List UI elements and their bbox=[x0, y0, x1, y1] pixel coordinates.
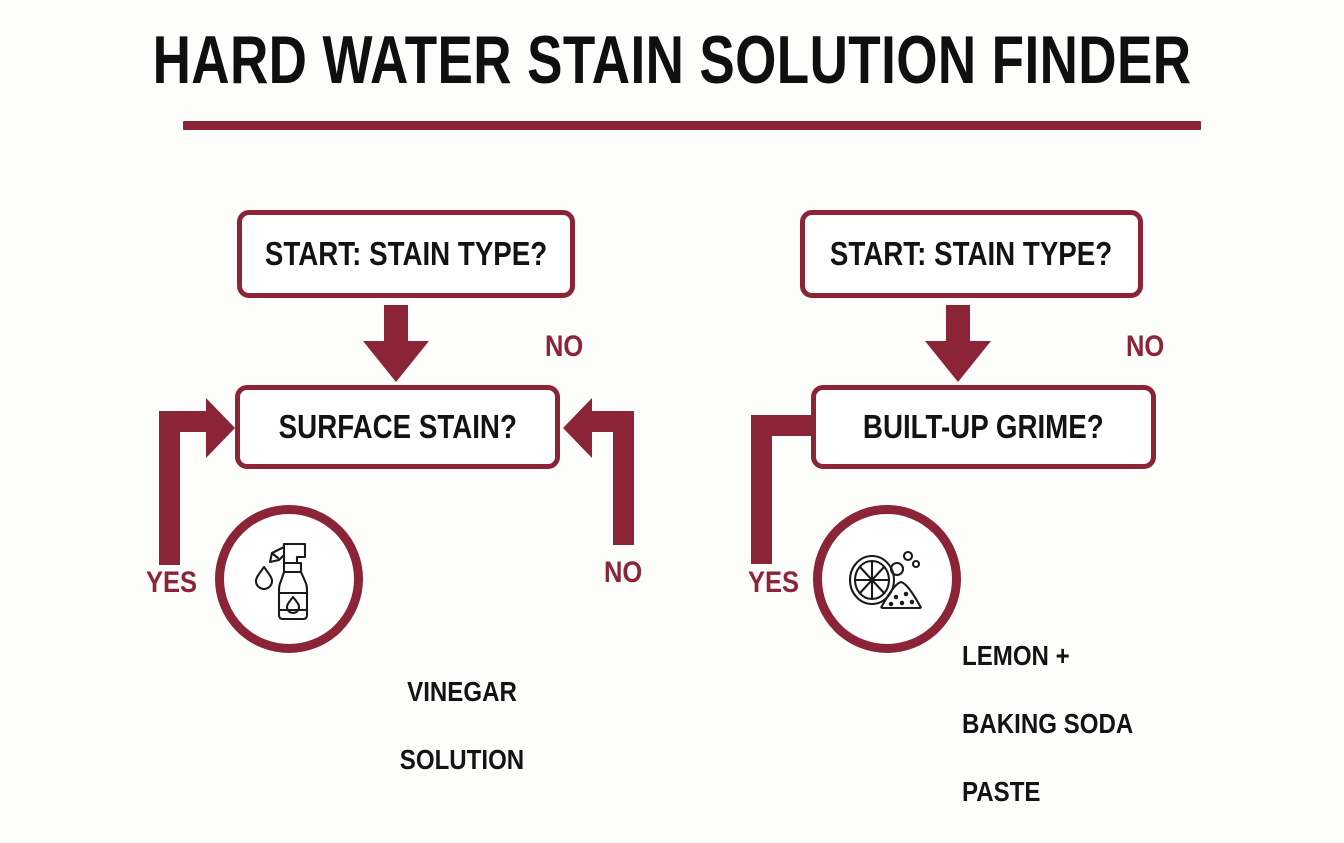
outcome-caption-vinegar: VINEGAR SOLUTION bbox=[362, 641, 562, 811]
title-underline-rule bbox=[183, 121, 1201, 130]
outcome-caption-vinegar-line1: VINEGAR bbox=[407, 676, 517, 707]
node-surface-stain-label: SURFACE STAIN? bbox=[278, 408, 517, 445]
arrow-down-left bbox=[363, 305, 429, 382]
flag-no-right-top: NO bbox=[1126, 330, 1165, 363]
arrow-no-left bbox=[563, 398, 634, 545]
flag-yes-left: YES bbox=[146, 566, 198, 599]
arrow-yes-right bbox=[751, 415, 813, 564]
outcome-caption-lemon-line1: LEMON + bbox=[962, 640, 1070, 671]
outcome-caption-lemon-line2: BAKING SODA bbox=[962, 708, 1134, 739]
node-built-up-grime-label: BUILT-UP GRIME? bbox=[863, 408, 1104, 445]
flow-connectors bbox=[159, 305, 991, 565]
arrow-down-right bbox=[925, 305, 991, 382]
flag-yes-right: YES bbox=[748, 566, 800, 599]
outcome-circle-lemon-baking-soda[interactable] bbox=[813, 505, 961, 653]
outcome-caption-vinegar-line2: SOLUTION bbox=[399, 744, 525, 775]
node-start-left-label: START: STAIN TYPE? bbox=[264, 235, 548, 272]
flag-no-left-bottom: NO bbox=[604, 556, 643, 589]
lemon-baking-soda-icon bbox=[848, 550, 922, 610]
node-start-right[interactable]: START: STAIN TYPE? bbox=[800, 210, 1143, 298]
node-start-right-label: START: STAIN TYPE? bbox=[830, 235, 1113, 272]
outcome-caption-lemon-baking-soda: LEMON + BAKING SODA PASTE bbox=[962, 605, 1192, 843]
outcome-caption-lemon-line3: PASTE bbox=[962, 776, 1041, 807]
arrow-yes-left bbox=[159, 398, 235, 565]
flag-no-left-top: NO bbox=[545, 330, 584, 363]
page-title: HARD WATER STAIN SOLUTION FINDER bbox=[152, 22, 1192, 98]
node-start-left[interactable]: START: STAIN TYPE? bbox=[237, 210, 575, 298]
node-built-up-grime[interactable]: BUILT-UP GRIME? bbox=[811, 385, 1156, 469]
outcome-circle-vinegar[interactable] bbox=[215, 505, 363, 653]
infographic-canvas: HARD WATER STAIN SOLUTION FINDER bbox=[146, 22, 1201, 807]
node-surface-stain[interactable]: SURFACE STAIN? bbox=[235, 385, 560, 469]
spray-bottle-icon bbox=[254, 542, 309, 621]
